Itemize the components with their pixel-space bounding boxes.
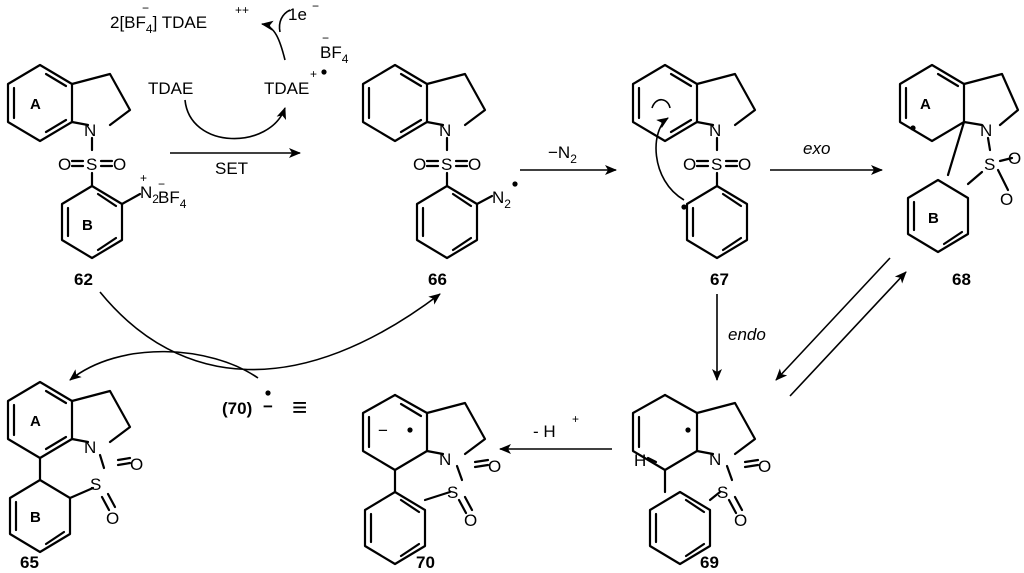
one-electron-label: 1e — [288, 5, 307, 24]
radical-dot — [321, 69, 327, 75]
electron-charge: − — [312, 0, 319, 13]
compound-70-structure — [361, 393, 490, 566]
diazenyl-radical: N2 — [492, 188, 511, 211]
compound-65-structure — [6, 380, 132, 554]
equivalence-symbol: ≡ — [292, 392, 307, 422]
compound-67-label: 67 — [710, 270, 729, 289]
propagation-arrow-to-65 — [69, 350, 259, 381]
radical-dot — [512, 181, 518, 187]
atom-n: N — [709, 121, 721, 140]
compound-65-label: 65 — [20, 553, 39, 572]
bf4-dication-charge: − — [142, 1, 149, 15]
atom-s: S — [711, 155, 722, 174]
atom-o: O — [488, 457, 501, 476]
atom-s: S — [441, 155, 452, 174]
radical-anion-label: (70) — [222, 399, 252, 418]
atom-o: O — [1000, 190, 1013, 209]
tdae-curved-arrow — [184, 99, 286, 140]
atom-o: O — [464, 511, 477, 530]
equilibrium-arrow-reverse — [789, 271, 907, 397]
endo-label: endo — [728, 325, 766, 344]
compound-68-label: 68 — [952, 270, 971, 289]
anion-charge: − — [378, 421, 388, 440]
atom-h: H — [634, 451, 646, 470]
ring-b-label: B — [82, 217, 93, 234]
bf4-counterion-charge: − — [322, 31, 329, 45]
radical-dot — [685, 427, 691, 433]
loss-of-n2-label: −N2 — [548, 143, 577, 166]
diazonium-n: N — [140, 183, 152, 202]
atom-n: N — [439, 121, 451, 140]
radical-cation-charge: + — [310, 67, 317, 81]
tdae-dication: 2[BF4] TDAE — [110, 13, 207, 36]
atom-o: O — [106, 509, 119, 528]
atom-n: N — [439, 450, 451, 469]
atom-o: O — [413, 155, 426, 174]
tetrafluoroborate: BF4 — [158, 188, 187, 211]
ring-b-label: B — [928, 210, 939, 227]
ring-a-label: A — [30, 413, 41, 430]
set-label: SET — [215, 159, 248, 178]
propagation-arrow-to-66 — [99, 291, 441, 371]
proton-charge: + — [572, 412, 579, 426]
atom-s: S — [447, 483, 458, 502]
exo-label: exo — [803, 139, 830, 158]
atom-s: S — [717, 483, 728, 502]
tdae-reagent: TDAE — [148, 79, 193, 98]
compound-66-structure — [361, 63, 494, 260]
atom-n: N — [980, 121, 992, 140]
radical-dot — [910, 125, 916, 131]
ring-a-label: A — [920, 96, 931, 113]
radical-dot — [265, 390, 271, 396]
compound-69-structure — [631, 393, 760, 566]
tdae-cation-counterion: BF4 — [320, 43, 349, 66]
atom-o: O — [683, 155, 696, 174]
diazonium-charge: + — [140, 171, 147, 185]
electron-release-arrow — [261, 20, 286, 61]
atom-o: O — [468, 155, 481, 174]
atom-o: O — [758, 457, 771, 476]
atom-n: N — [709, 450, 721, 469]
deprotonation-label: - H — [533, 422, 556, 441]
compound-62-label: 62 — [74, 270, 93, 289]
compound-69-label: 69 — [700, 553, 719, 572]
atom-o: O — [738, 155, 751, 174]
compound-66-label: 66 — [428, 270, 447, 289]
bf4-charge: − — [158, 177, 165, 191]
dication-charge: ++ — [235, 3, 249, 17]
atom-o: O — [1008, 149, 1021, 168]
ring-a-label: A — [30, 96, 41, 113]
electron-loss-arrow — [278, 9, 291, 33]
atom-n: N — [84, 121, 96, 140]
diazonium-group: N2 — [140, 183, 159, 206]
atom-s: S — [984, 155, 995, 174]
aryl-radical-dot — [681, 204, 687, 210]
radical-dot — [407, 427, 413, 433]
atom-n: N — [84, 438, 96, 457]
radical-anion-charge: − — [263, 397, 273, 416]
atom-o: O — [113, 155, 126, 174]
equilibrium-arrow-forward — [775, 257, 891, 381]
electron-shift-arrow — [651, 98, 671, 109]
atom-o: O — [130, 455, 143, 474]
compound-70-label: 70 — [416, 553, 435, 572]
ring-b-label: B — [30, 509, 41, 526]
atom-s: S — [86, 155, 97, 174]
atom-o: O — [58, 155, 71, 174]
tdae-radical-cation: TDAE — [264, 79, 309, 98]
compound-62-structure — [6, 63, 142, 260]
compound-67-structure — [631, 63, 757, 260]
atom-s: S — [90, 475, 101, 494]
atom-o: O — [734, 511, 747, 530]
radical-cyclization-arrow — [655, 117, 685, 201]
compound-68-structure — [898, 63, 1020, 254]
